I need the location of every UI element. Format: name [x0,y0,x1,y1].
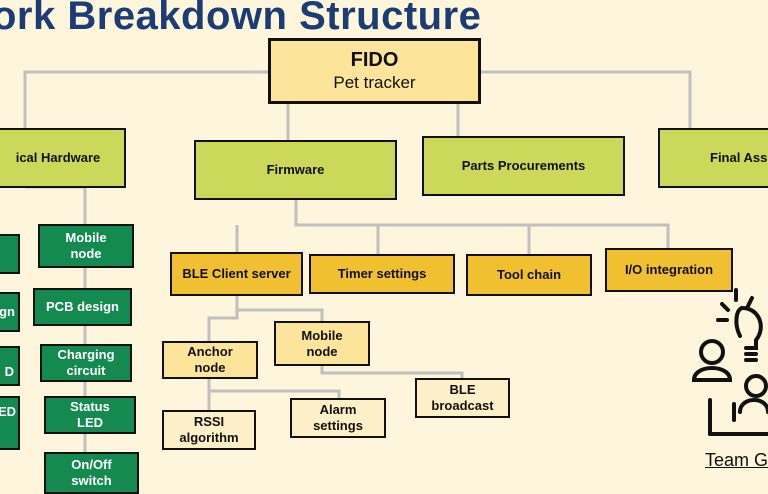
node-anchor-node: Anchor node [162,341,258,379]
connector-anchor-leaves [207,379,341,398]
node-hw-mobile-node-label: Mobile node [65,230,107,261]
node-charging-circuit-label: Charging circuit [57,347,115,378]
node-timer-settings-label: Timer settings [337,266,427,281]
node-firmware-label: Firmware [266,162,325,177]
node-io-integration-label: I/O integration [624,262,714,277]
node-cut-3-label: D [4,364,14,379]
node-anchor-node-label: Anchor node [187,344,233,375]
node-parts-procurements-label: Parts Procurements [461,158,586,173]
node-status-led: Status LED [44,396,136,434]
root-node: FIDO Pet tracker [268,38,481,104]
node-physical-hardware-label: ical Hardware [15,150,101,165]
node-ble-client-server-label: BLE Client server [182,266,291,281]
node-mobile-node-fw-label: Mobile node [301,327,343,359]
node-cut-4: ED [0,396,20,450]
connector-firmware-children [294,200,670,248]
connector-hardware-column [25,185,87,224]
root-name: FIDO [350,49,399,71]
node-pcb-design-label: PCB design [46,299,119,314]
node-ble-broadcast-label: BLE broadcast [431,382,494,413]
node-final-assembly-label: Final Ass [710,150,768,165]
node-charging-circuit: Charging circuit [40,344,132,382]
node-hw-mobile-node: Mobile node [38,224,134,268]
node-cut-1 [0,234,20,274]
node-rssi-algorithm: RSSI algorithm [162,410,256,450]
node-firmware: Firmware [194,140,397,200]
node-onoff-switch: On/Off switch [44,452,139,494]
page-title: ork Breakdown Structure [0,0,482,38]
node-cut-4-label: ED [0,404,16,419]
node-cut-2-label: gn [0,304,15,319]
connector-root-hardware [23,70,268,128]
connector-root-final [481,70,692,128]
node-tool-chain-label: Tool chain [496,267,562,282]
node-tool-chain: Tool chain [466,254,592,296]
node-cut-3: D [0,346,20,386]
connector-ble-mobile [237,308,324,321]
node-pcb-design: PCB design [33,288,132,326]
node-ble-client-server: BLE Client server [170,252,303,296]
team-ideas-icon [686,284,768,440]
node-timer-settings: Timer settings [309,254,455,294]
node-ble-broadcast: BLE broadcast [415,378,510,418]
node-onoff-switch-label: On/Off switch [71,457,112,488]
node-rssi-algorithm-label: RSSI algorithm [179,414,239,445]
node-status-led-label: Status LED [70,399,110,430]
node-mobile-node-fw: Mobile node [274,321,370,366]
node-alarm-settings-label: Alarm settings [313,402,363,433]
team-label: Team G [705,450,768,470]
connector-mobile-broadcast [320,366,464,378]
connector-ble-children [207,296,239,341]
node-cut-2: gn [0,292,20,332]
node-parts-procurements: Parts Procurements [422,136,625,196]
lightbulb-team-icon [691,288,768,436]
node-alarm-settings: Alarm settings [290,398,386,438]
node-physical-hardware: ical Hardware [0,128,126,188]
node-final-assembly: Final Ass [658,128,768,188]
root-subtitle: Pet tracker [333,73,416,92]
node-io-integration: I/O integration [605,248,733,292]
